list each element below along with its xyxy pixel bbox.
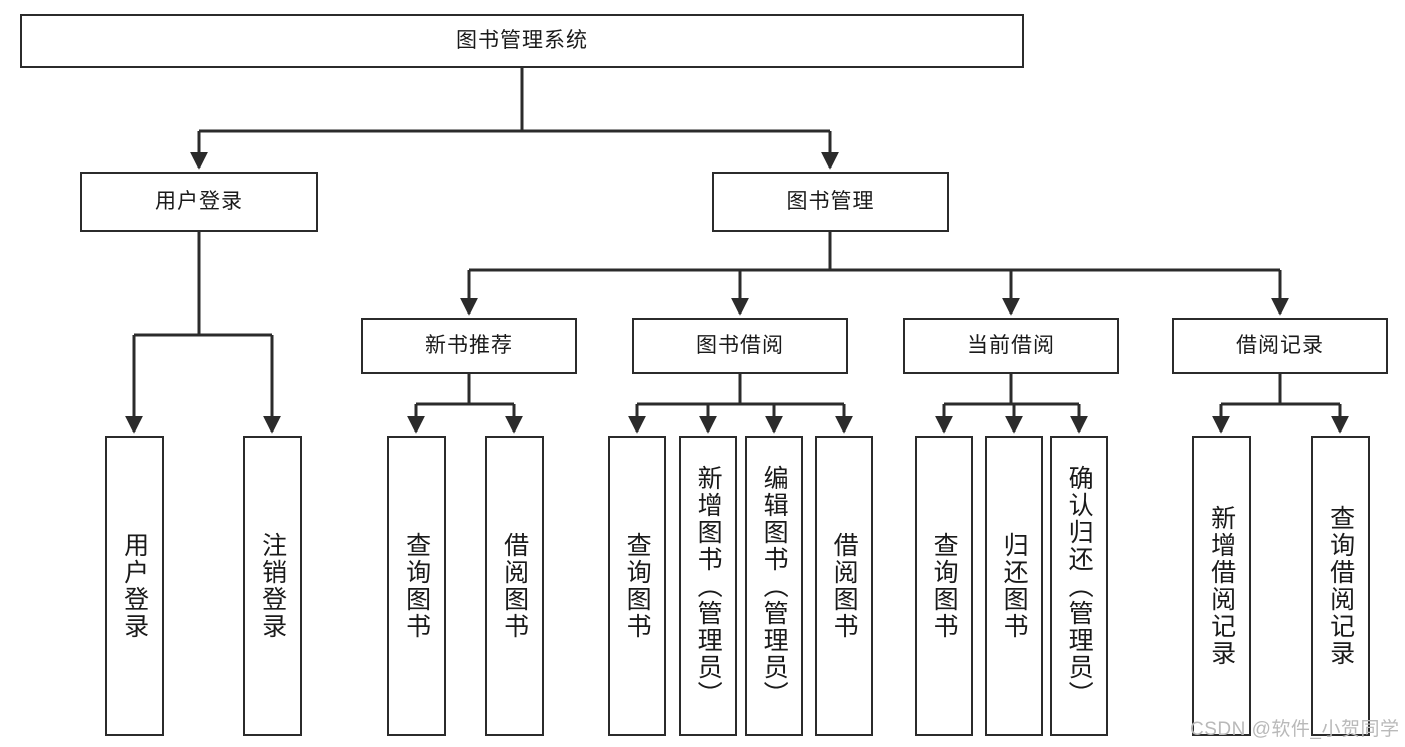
leaf-node-label: 查询借阅记录 bbox=[1326, 505, 1355, 667]
leaf-node[interactable]: 借阅图书 bbox=[815, 436, 873, 736]
leaf-node-label: 确认归还（管理员） bbox=[1065, 464, 1094, 708]
leaf-node-label: 新增借阅记录 bbox=[1207, 505, 1236, 667]
leaf-node[interactable]: 新增图书（管理员） bbox=[679, 436, 737, 736]
leaf-node-label: 查询图书 bbox=[930, 532, 959, 640]
csdn-watermark: CSDN @软件_小贺同学 bbox=[1190, 719, 1400, 740]
node-borrow-records-label: 借阅记录 bbox=[1236, 334, 1324, 358]
node-current-borrow[interactable]: 当前借阅 bbox=[903, 318, 1119, 374]
node-book-management[interactable]: 图书管理 bbox=[712, 172, 949, 232]
leaf-node-label: 归还图书 bbox=[1000, 532, 1029, 640]
leaf-node[interactable]: 注销登录 bbox=[243, 436, 302, 736]
node-new-book-recommend[interactable]: 新书推荐 bbox=[361, 318, 577, 374]
leaf-node-label: 借阅图书 bbox=[500, 532, 529, 640]
leaf-node-label: 查询图书 bbox=[623, 532, 652, 640]
node-new-book-recommend-label: 新书推荐 bbox=[425, 334, 513, 358]
node-root-label: 图书管理系统 bbox=[456, 29, 588, 53]
leaf-node[interactable]: 编辑图书（管理员） bbox=[745, 436, 803, 736]
node-book-borrow[interactable]: 图书借阅 bbox=[632, 318, 848, 374]
leaf-node[interactable]: 查询图书 bbox=[608, 436, 666, 736]
leaf-node-label: 查询图书 bbox=[402, 532, 431, 640]
leaf-node[interactable]: 查询图书 bbox=[387, 436, 446, 736]
leaf-node-label: 用户登录 bbox=[120, 532, 149, 640]
leaf-node[interactable]: 用户登录 bbox=[105, 436, 164, 736]
node-root[interactable]: 图书管理系统 bbox=[20, 14, 1024, 68]
leaf-node[interactable]: 新增借阅记录 bbox=[1192, 436, 1251, 736]
leaf-node[interactable]: 确认归还（管理员） bbox=[1050, 436, 1108, 736]
leaf-node[interactable]: 归还图书 bbox=[985, 436, 1043, 736]
node-borrow-records[interactable]: 借阅记录 bbox=[1172, 318, 1388, 374]
leaf-node-label: 新增图书（管理员） bbox=[694, 464, 723, 708]
leaf-node-label: 注销登录 bbox=[258, 532, 287, 640]
node-user-login-label: 用户登录 bbox=[155, 190, 243, 214]
node-book-management-label: 图书管理 bbox=[786, 190, 875, 214]
node-user-login[interactable]: 用户登录 bbox=[80, 172, 318, 232]
leaf-node-label: 借阅图书 bbox=[830, 532, 859, 640]
leaf-node[interactable]: 借阅图书 bbox=[485, 436, 544, 736]
leaf-node[interactable]: 查询借阅记录 bbox=[1311, 436, 1370, 736]
leaf-node[interactable]: 查询图书 bbox=[915, 436, 973, 736]
node-book-borrow-label: 图书借阅 bbox=[696, 334, 784, 358]
leaf-node-label: 编辑图书（管理员） bbox=[760, 464, 789, 708]
node-current-borrow-label: 当前借阅 bbox=[967, 334, 1055, 358]
